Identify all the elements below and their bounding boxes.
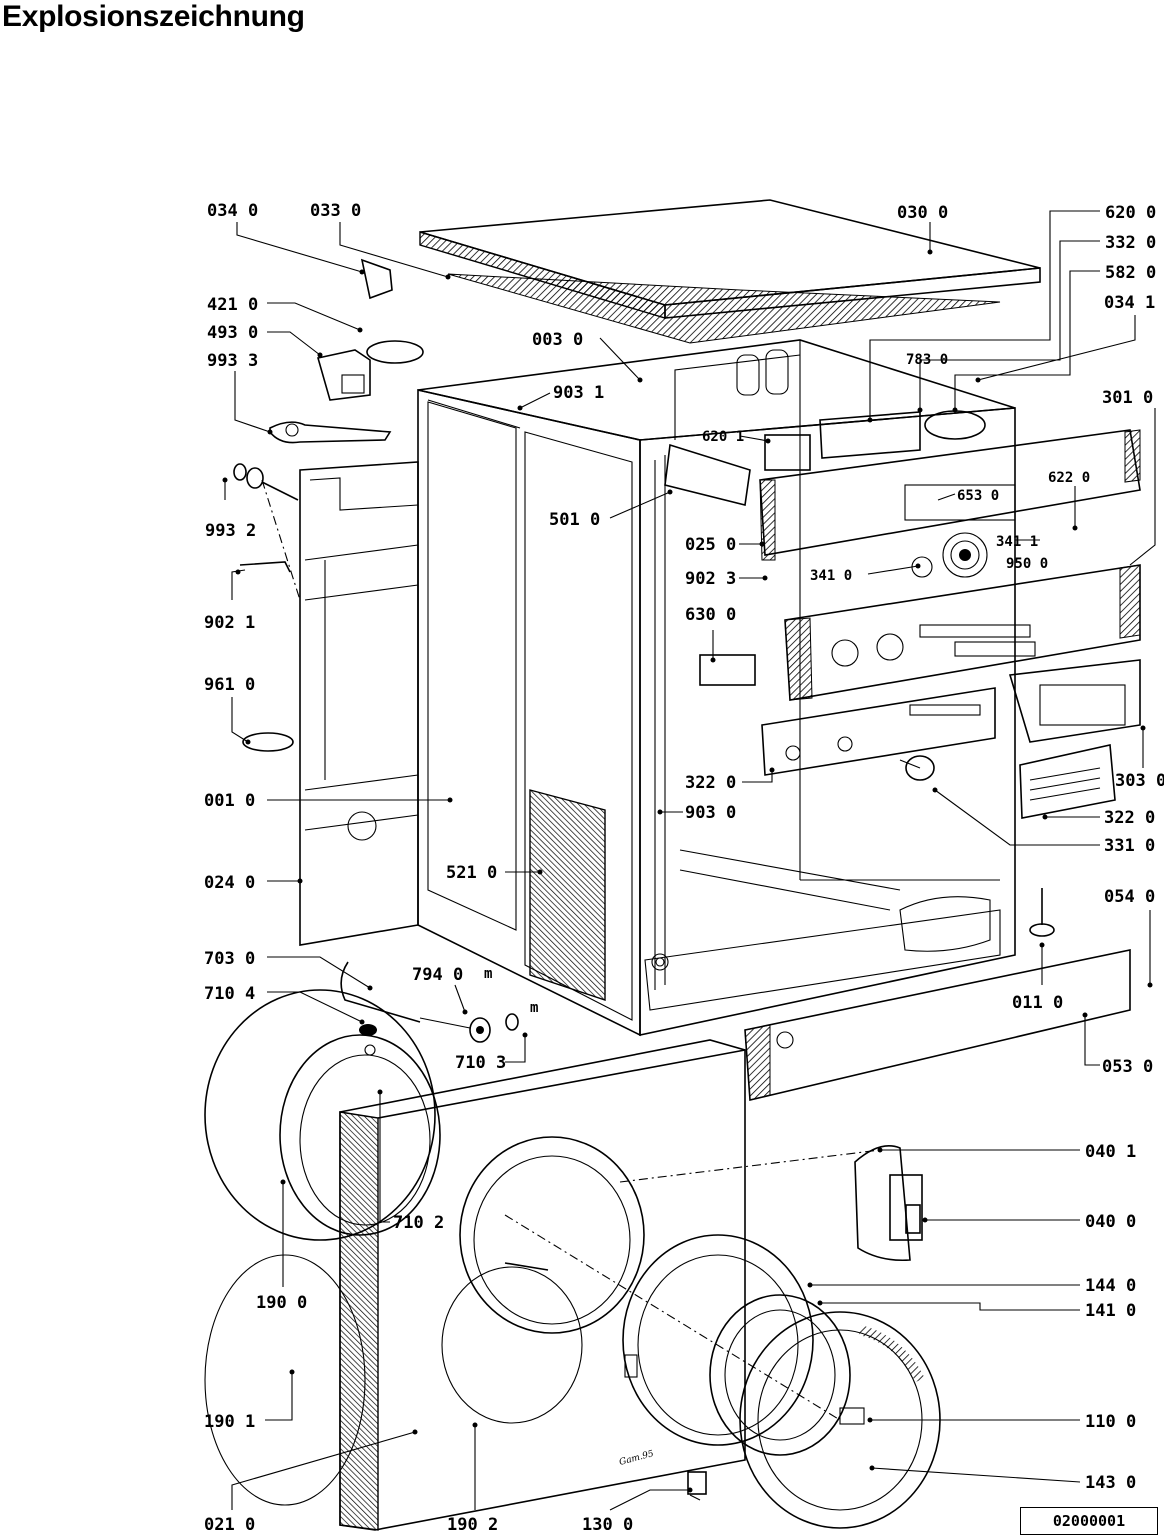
label-303-0: 303 0 [1115,771,1164,791]
label-m-2: m [530,1000,538,1016]
part-labels: 034 0 033 0 030 0 620 0 332 0 582 0 034 … [204,201,1164,1535]
label-021-0: 021 0 [204,1515,255,1535]
label-024-0: 024 0 [204,873,255,893]
door-hinge-040 [854,1145,923,1262]
cabinet-frame [417,339,1016,1037]
label-190-1: 190 1 [204,1412,255,1432]
insulation-panel [529,789,606,1001]
label-993-3: 993 3 [207,351,258,371]
label-493-0: 493 0 [207,323,258,343]
drawing-number-box: 02000001 [1020,1507,1158,1535]
label-141-0: 141 0 [1085,1301,1136,1321]
label-341-0: 341 0 [810,568,852,584]
label-710-2: 710 2 [393,1213,444,1233]
label-190-2: 190 2 [447,1515,498,1535]
label-653-0: 653 0 [957,488,999,504]
label-033-0: 033 0 [310,201,361,221]
label-025-0: 025 0 [685,535,736,555]
label-144-0: 144 0 [1085,1276,1136,1296]
label-034-0: 034 0 [207,201,258,221]
foot-011 [1029,888,1055,937]
label-110-0: 110 0 [1085,1412,1136,1432]
door-lock-130 [687,1471,707,1501]
label-794-0: 794 0 [412,965,463,985]
label-620-1: 620 1 [702,429,744,445]
left-side-frame [299,461,419,946]
label-710-3: 710 3 [455,1053,506,1073]
label-040-1: 040 1 [1085,1142,1136,1162]
label-783-0: 783 0 [906,352,948,368]
door-assembly [622,1234,941,1529]
label-993-2: 993 2 [205,521,256,541]
valve-parts-794-710 [419,1013,519,1043]
label-054-0: 054 0 [1104,887,1155,907]
label-332-0: 332 0 [1105,233,1156,253]
label-011-0: 011 0 [1012,993,1063,1013]
label-521-0: 521 0 [446,863,497,883]
front-panel [339,1039,746,1531]
label-902-1: 902 1 [204,613,255,633]
label-421-0: 421 0 [207,295,258,315]
label-003-0: 003 0 [532,330,583,350]
label-620-0: 620 0 [1105,203,1156,223]
detergent-drawer-303 [1008,659,1141,743]
label-622-0: 622 0 [1048,470,1090,486]
label-040-0: 040 0 [1085,1212,1136,1232]
label-582-0: 582 0 [1105,263,1156,283]
top-lid [419,199,1041,344]
label-130-0: 130 0 [582,1515,633,1535]
label-m-1: m [484,966,492,982]
label-053-0: 053 0 [1102,1057,1153,1077]
label-710-4: 710 4 [204,984,255,1004]
label-322-0-a: 322 0 [685,773,736,793]
label-341-1: 341 1 [996,534,1038,550]
label-903-1: 903 1 [553,383,604,403]
knob-331 [899,755,935,781]
label-902-3: 902 3 [685,569,736,589]
control-bracket-025 [759,429,1141,578]
page-title: Explosionszeichnung [2,0,305,33]
control-panel-301 [784,564,1141,701]
leader-lines [222,210,1156,1511]
label-301-0: 301 0 [1102,388,1153,408]
label-950-0: 950 0 [1006,556,1048,572]
label-001-0: 001 0 [204,791,255,811]
label-143-0: 143 0 [1085,1473,1136,1493]
label-903-0: 903 0 [685,803,736,823]
label-331-0: 331 0 [1104,836,1155,856]
label-322-0-b: 322 0 [1104,808,1155,828]
control-faceplate-322 [761,687,996,776]
label-034-1: 034 1 [1104,293,1155,313]
label-190-0: 190 0 [256,1293,307,1313]
label-plate-322 [1019,744,1116,819]
label-030-0: 030 0 [897,203,948,223]
left-accessories [233,258,424,752]
label-961-0: 961 0 [204,675,255,695]
label-703-0: 703 0 [204,949,255,969]
drafter-signature: Gam.95 [618,1449,655,1468]
plinth-panel [744,949,1131,1101]
label-630-0: 630 0 [685,605,736,625]
label-501-0: 501 0 [549,510,600,530]
